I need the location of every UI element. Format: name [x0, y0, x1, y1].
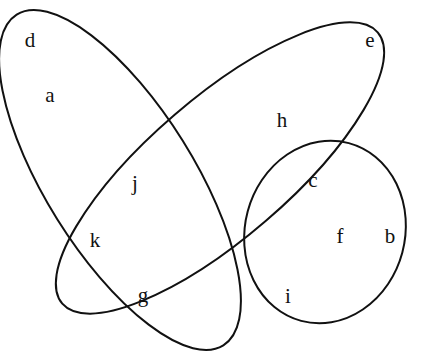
element-letter: i [285, 286, 291, 307]
element-letter: j [132, 173, 138, 194]
element-letter: c [308, 170, 317, 191]
element-letter: h [277, 110, 288, 131]
element-letter: e [365, 30, 374, 51]
set-ellipse [17, 0, 421, 353]
set-ellipse [0, 0, 286, 353]
element-letter: b [385, 226, 396, 247]
element-letter: d [25, 30, 36, 51]
element-letter: k [90, 230, 101, 251]
element-letter: a [45, 85, 54, 106]
element-letter: g [138, 285, 149, 306]
element-letter: f [337, 226, 344, 247]
set-ellipse [224, 122, 421, 341]
